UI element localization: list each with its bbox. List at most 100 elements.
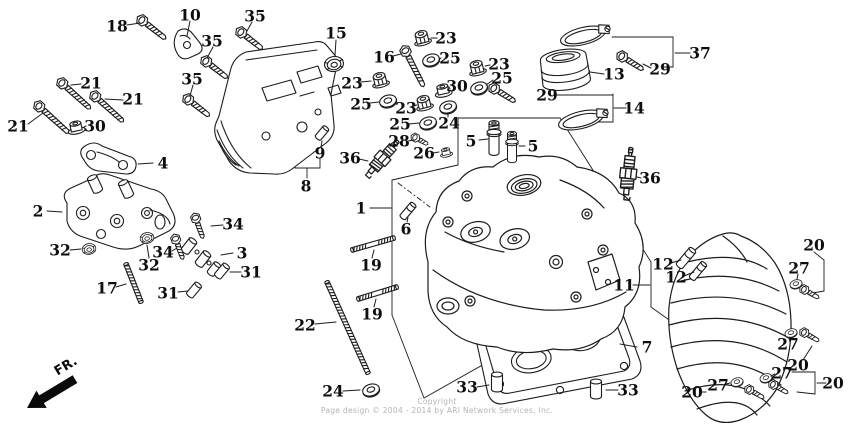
callout-11[interactable]: 11 xyxy=(613,276,635,295)
part-washer xyxy=(422,53,441,68)
callout-33[interactable]: 33 xyxy=(617,381,639,400)
callout-30[interactable]: 30 xyxy=(446,77,468,96)
callout-37[interactable]: 37 xyxy=(689,44,711,63)
callout-19[interactable]: 19 xyxy=(361,305,383,324)
callout-5[interactable]: 5 xyxy=(466,132,477,151)
callout-25[interactable]: 25 xyxy=(389,115,411,134)
part-band-clamp xyxy=(560,24,611,47)
callout-35[interactable]: 35 xyxy=(181,70,203,89)
part-grom xyxy=(324,55,344,73)
callout-35[interactable]: 35 xyxy=(244,7,266,26)
callout-4[interactable]: 4 xyxy=(158,154,169,173)
callout-23[interactable]: 23 xyxy=(341,74,363,93)
part-band-clamp xyxy=(558,108,609,131)
callout-29[interactable]: 29 xyxy=(649,60,671,79)
callout-24[interactable]: 24 xyxy=(438,114,460,133)
part-stud xyxy=(324,279,371,376)
callout-24[interactable]: 24 xyxy=(322,382,344,401)
callout-36[interactable]: 36 xyxy=(639,169,661,188)
callout-21[interactable]: 21 xyxy=(7,117,29,136)
callout-27[interactable]: 27 xyxy=(771,364,793,383)
front-direction-indicator: FR. xyxy=(18,354,98,418)
callout-22[interactable]: 22 xyxy=(294,316,316,335)
callout-32[interactable]: 32 xyxy=(49,241,71,260)
part-cyl xyxy=(688,261,708,281)
part-bolt xyxy=(744,384,765,400)
callout-20[interactable]: 20 xyxy=(822,374,844,393)
callout-27[interactable]: 27 xyxy=(777,335,799,354)
callout-30[interactable]: 30 xyxy=(84,117,106,136)
part-bolt xyxy=(33,100,70,134)
callout-20[interactable]: 20 xyxy=(787,356,809,375)
callout-25[interactable]: 25 xyxy=(439,49,461,68)
callout-29[interactable]: 29 xyxy=(536,86,558,105)
part-front-fin-cover xyxy=(668,232,792,424)
watermark-line1: Copyright xyxy=(417,397,457,406)
part-nutfl xyxy=(67,120,86,135)
callout-7[interactable]: 7 xyxy=(642,338,653,357)
watermark-line2: Page design © 2004 - 2014 by ARI Network… xyxy=(320,406,554,415)
callout-1[interactable]: 1 xyxy=(356,199,367,218)
part-intake-insulator xyxy=(539,48,591,92)
callout-5[interactable]: 5 xyxy=(528,137,539,156)
part-bolt xyxy=(182,93,211,117)
part-nutfl xyxy=(434,83,453,98)
part-stud xyxy=(123,261,144,305)
part-washer xyxy=(759,373,773,384)
part-cyl xyxy=(589,378,603,400)
front-arrow-icon xyxy=(27,375,78,408)
part-spark-plug xyxy=(364,139,400,180)
callout-8[interactable]: 8 xyxy=(301,177,312,196)
callout-23[interactable]: 23 xyxy=(395,99,417,118)
callout-17[interactable]: 17 xyxy=(96,279,118,298)
callout-10[interactable]: 10 xyxy=(179,6,201,25)
callout-9[interactable]: 9 xyxy=(315,144,326,163)
callout-23[interactable]: 23 xyxy=(435,29,457,48)
callout-20[interactable]: 20 xyxy=(681,383,703,402)
callout-23[interactable]: 23 xyxy=(488,55,510,74)
part-stud xyxy=(350,235,396,253)
callout-18[interactable]: 18 xyxy=(106,17,128,36)
part-stud xyxy=(356,284,399,302)
callout-32[interactable]: 32 xyxy=(138,256,160,275)
callout-21[interactable]: 21 xyxy=(80,74,102,93)
callout-12[interactable]: 12 xyxy=(652,255,674,274)
callout-26[interactable]: 26 xyxy=(413,144,435,163)
callout-27[interactable]: 27 xyxy=(788,259,810,278)
part-cyl xyxy=(214,262,231,280)
callout-28[interactable]: 28 xyxy=(388,132,410,151)
part-grom xyxy=(139,232,155,244)
part-guide xyxy=(505,130,519,164)
part-washer xyxy=(439,100,458,115)
callout-15[interactable]: 15 xyxy=(325,24,347,43)
part-washer xyxy=(470,81,489,96)
callout-2[interactable]: 2 xyxy=(33,202,44,221)
callout-6[interactable]: 6 xyxy=(401,220,412,239)
callout-31[interactable]: 31 xyxy=(157,284,179,303)
callout-14[interactable]: 14 xyxy=(623,99,645,118)
part-nutfl xyxy=(440,147,453,158)
callout-3[interactable]: 3 xyxy=(237,244,248,263)
callout-25[interactable]: 25 xyxy=(491,69,513,88)
callout-35[interactable]: 35 xyxy=(201,32,223,51)
part-bolt xyxy=(56,77,92,110)
callout-34[interactable]: 34 xyxy=(152,243,174,262)
callout-12[interactable]: 12 xyxy=(665,268,687,287)
callout-21[interactable]: 21 xyxy=(122,90,144,109)
callout-20[interactable]: 20 xyxy=(803,236,825,255)
part-bolt xyxy=(190,212,205,239)
callout-34[interactable]: 34 xyxy=(222,215,244,234)
callout-31[interactable]: 31 xyxy=(240,263,262,282)
callout-36[interactable]: 36 xyxy=(339,149,361,168)
callout-19[interactable]: 19 xyxy=(360,256,382,275)
part-cyl xyxy=(186,281,203,299)
callout-27[interactable]: 27 xyxy=(707,376,729,395)
callout-25[interactable]: 25 xyxy=(350,95,372,114)
callout-leaders xyxy=(27,20,827,393)
callout-33[interactable]: 33 xyxy=(456,378,478,397)
part-bolt xyxy=(235,26,264,50)
part-cyl xyxy=(314,125,330,141)
callout-13[interactable]: 13 xyxy=(603,65,625,84)
callout-16[interactable]: 16 xyxy=(373,48,395,67)
